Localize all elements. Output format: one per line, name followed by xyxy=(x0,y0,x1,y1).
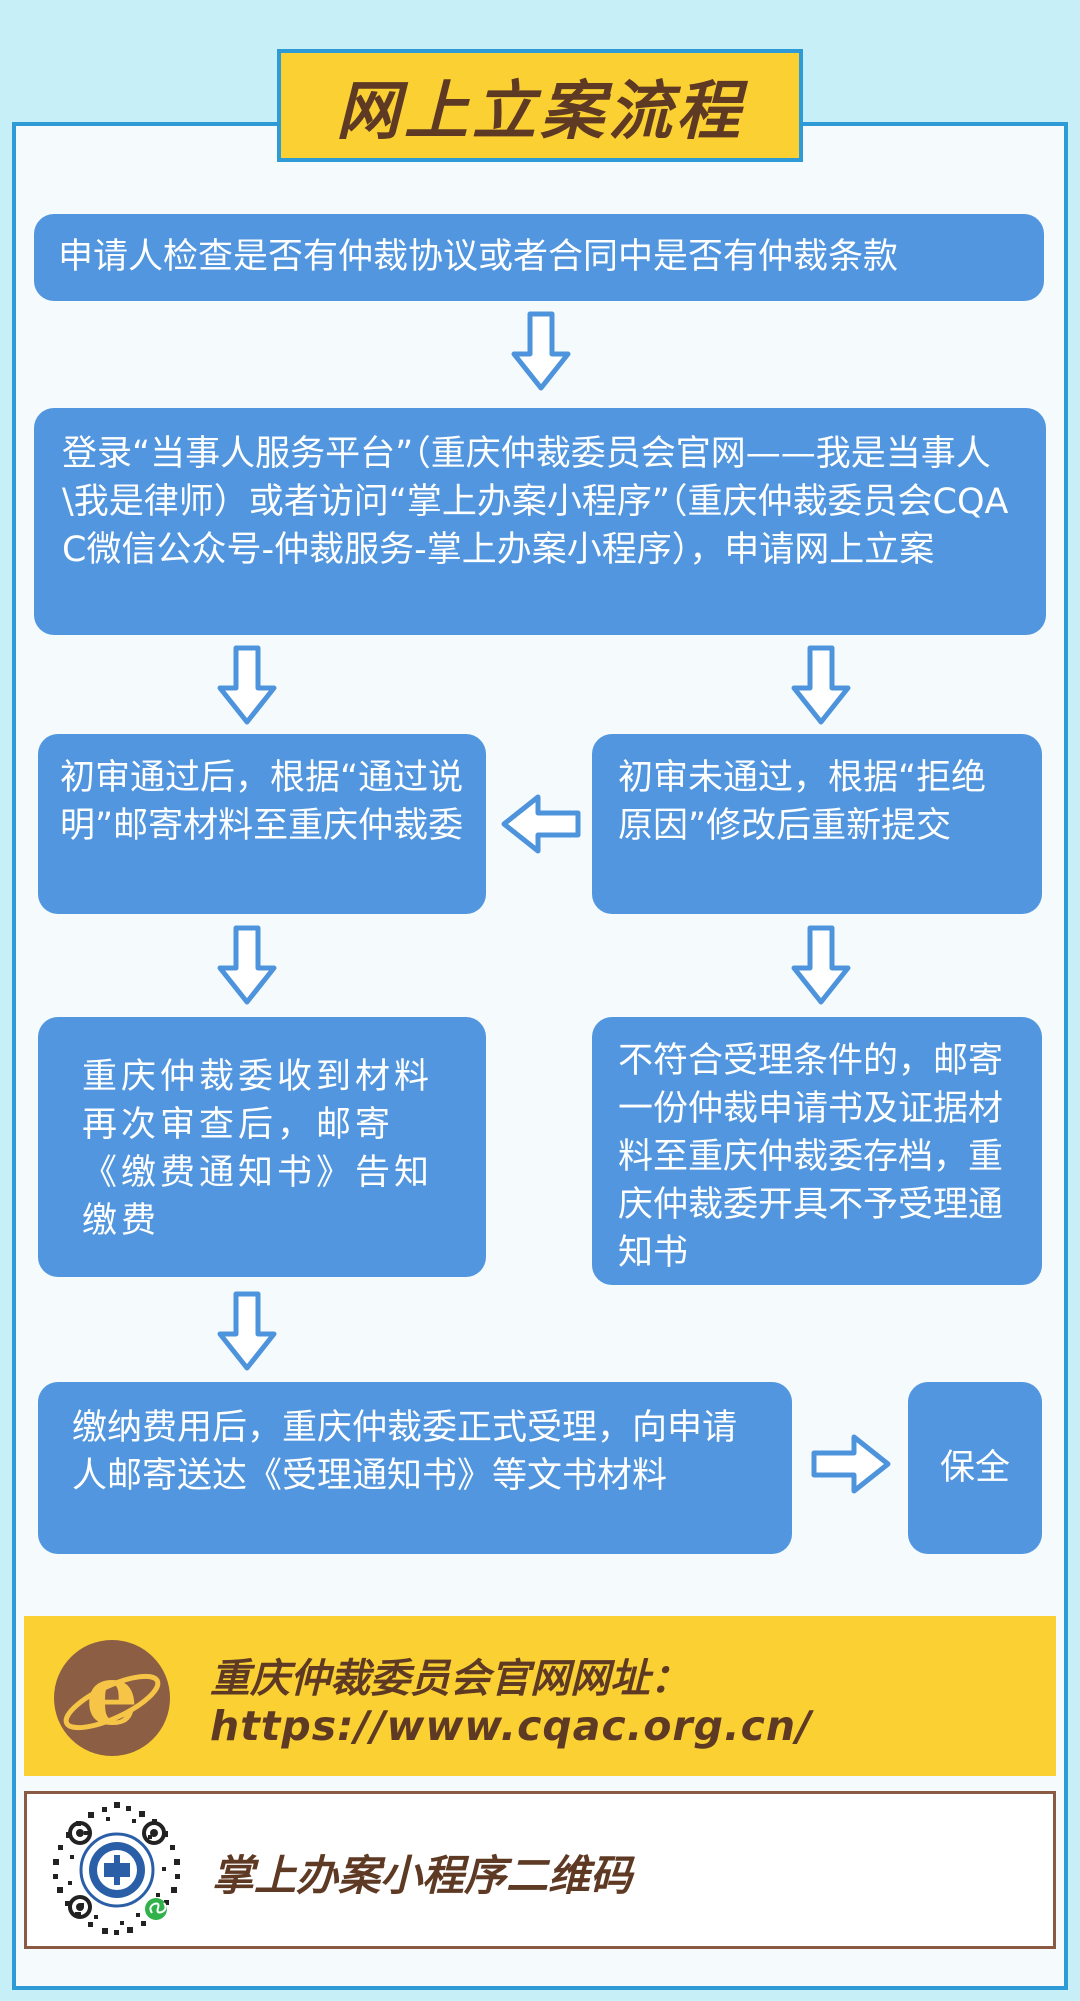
down-arrow-icon xyxy=(216,644,278,726)
down-arrow-icon xyxy=(216,1290,278,1372)
down-arrow-icon xyxy=(790,924,852,1006)
qr-code-icon xyxy=(44,1797,190,1943)
page-title: 网上立案流程 xyxy=(336,74,744,149)
right-arrow-icon xyxy=(810,1433,892,1495)
title-banner: 网上立案流程 xyxy=(277,49,803,162)
step-online-filing: 登录“当事人服务平台”（重庆仲裁委员会官网——我是当事人\我是律师）或者访问“掌… xyxy=(34,408,1046,635)
step-formal-acceptance: 缴纳费用后，重庆仲裁委正式受理，向申请人邮寄送达《受理通知书》等文书材料 xyxy=(38,1382,792,1554)
left-arrow-icon xyxy=(500,793,582,855)
step-review-failed: 初审未通过，根据“拒绝原因”修改后重新提交 xyxy=(592,734,1042,914)
step-check-agreement: 申请人检查是否有仲裁协议或者合同中是否有仲裁条款 xyxy=(34,214,1044,301)
website-url-link[interactable]: https://www.cqac.org.cn/ xyxy=(210,1702,813,1750)
down-arrow-icon xyxy=(216,924,278,1006)
website-band xyxy=(24,1616,1056,1776)
step-preservation: 保全 xyxy=(908,1382,1042,1554)
svg-text:e: e xyxy=(86,1648,138,1744)
down-arrow-icon xyxy=(790,644,852,726)
qr-code-label: 掌上办案小程序二维码 xyxy=(212,1851,633,1900)
step-second-review: 重庆仲裁委收到材料再次审查后，邮寄《缴费通知书》告知缴费 xyxy=(38,1017,486,1277)
step-not-accepted: 不符合受理条件的，邮寄一份仲裁申请书及证据材料至重庆仲裁委存档，重庆仲裁委开具不… xyxy=(592,1017,1042,1285)
step-review-passed: 初审通过后，根据“通过说明”邮寄材料至重庆仲裁委 xyxy=(38,734,486,914)
ie-browser-icon: e xyxy=(54,1640,170,1756)
qr-band xyxy=(24,1791,1056,1949)
down-arrow-icon xyxy=(510,310,572,392)
website-label: 重庆仲裁委员会官网网址： xyxy=(210,1656,690,1702)
